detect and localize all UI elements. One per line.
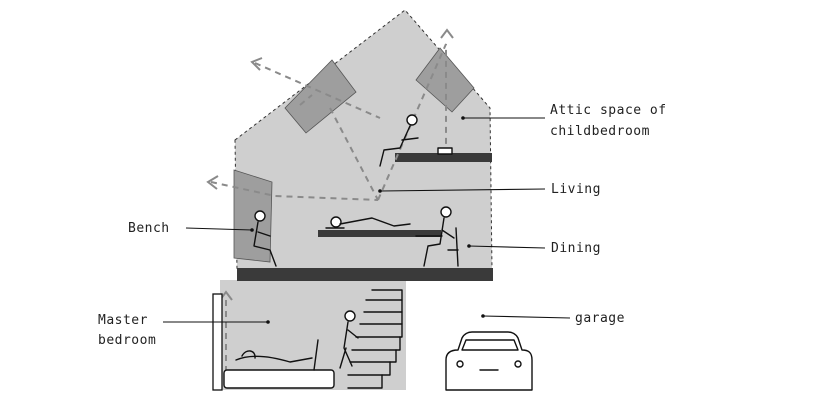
attic-loft-slab (395, 153, 492, 162)
roof-window-right (415, 47, 475, 113)
label-living: Living (551, 182, 601, 197)
bedroom-wall-post (212, 293, 223, 391)
living-platform (318, 230, 441, 237)
leader-lines (163, 116, 571, 324)
bench-window (233, 169, 273, 263)
stair-figure (339, 310, 359, 369)
label-attic-line1: Attic space of (550, 103, 667, 118)
label-garage: garage (575, 311, 625, 326)
attic-items (437, 147, 453, 155)
attic-figure (379, 114, 419, 167)
car (445, 331, 533, 391)
roof-window-left (284, 59, 357, 134)
bench-figure (253, 210, 277, 267)
label-bench: Bench (128, 221, 170, 236)
staircase (347, 289, 403, 389)
master-bed (223, 339, 335, 389)
living-reclining-figure (325, 216, 411, 229)
label-master-line1: Master (98, 313, 148, 328)
label-attic-line2: childbedroom (550, 124, 650, 139)
label-dining: Dining (551, 241, 601, 256)
arrow-heads (206, 28, 454, 301)
label-master-line2: bedroom (98, 333, 156, 348)
dining-figure (415, 206, 459, 267)
floor-slab (237, 268, 493, 281)
